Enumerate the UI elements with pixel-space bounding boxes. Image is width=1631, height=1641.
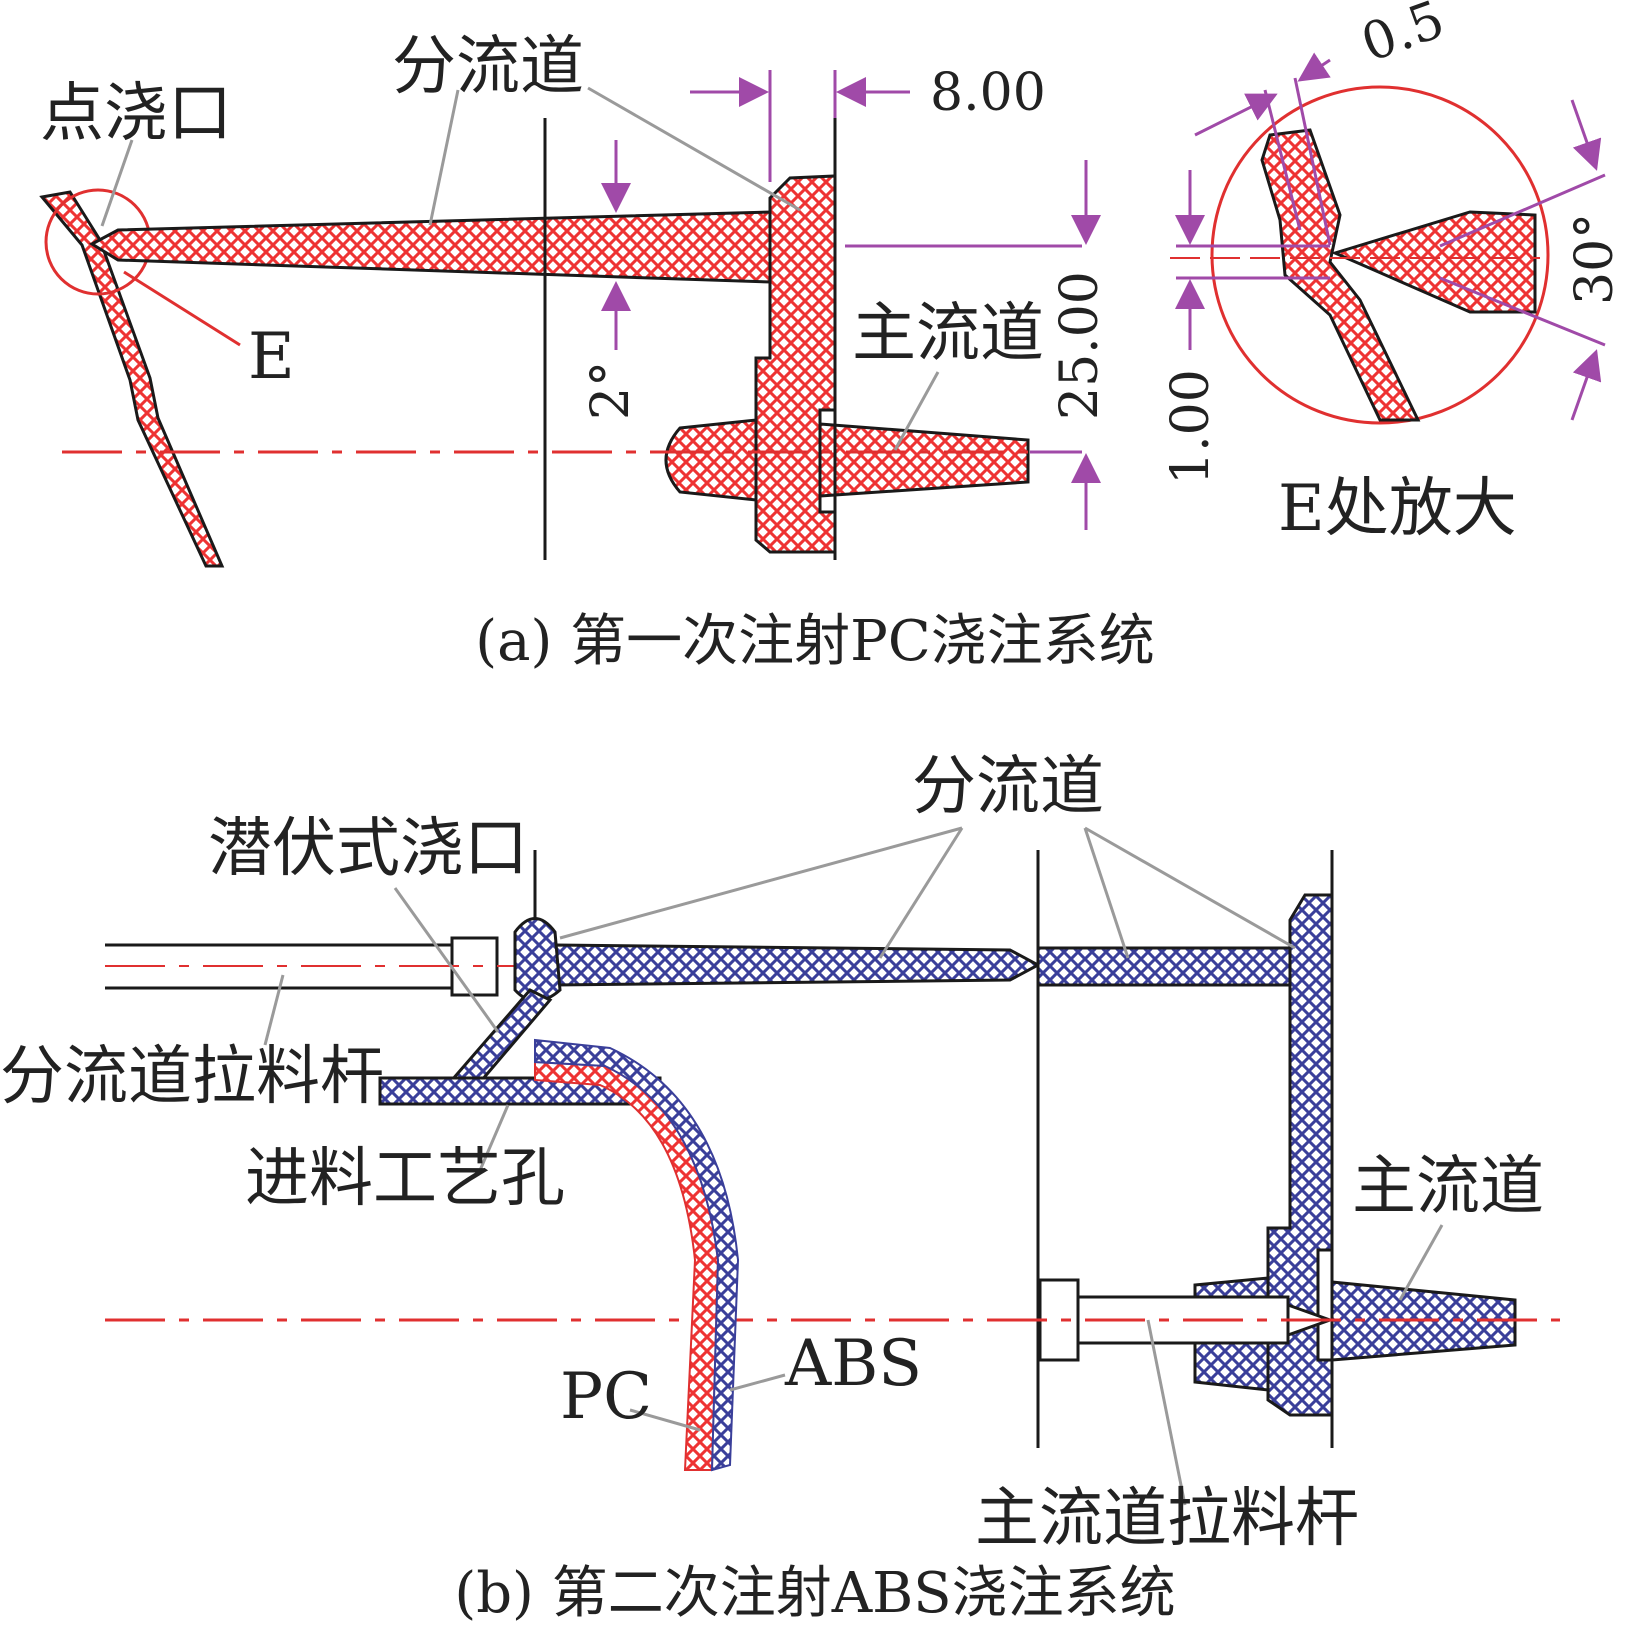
label-feed-hole: 进料工艺孔 [245, 1142, 565, 1216]
pc-sprue [664, 418, 1030, 502]
abs-sprue [1193, 1276, 1517, 1392]
label-runner-b: 分流道 [912, 750, 1104, 824]
abs-runner [553, 943, 1042, 987]
leader-e [123, 270, 241, 347]
abs-runner-knot [513, 917, 562, 1003]
label-abs: ABS [784, 1327, 922, 1401]
label-pc: PC [560, 1360, 652, 1434]
dim-gate-land-text: 0.5 [1354, 0, 1452, 74]
label-sprue-b: 主流道 [1352, 1150, 1544, 1224]
leaders-a [100, 86, 940, 451]
dim-width-text: 8.00 [930, 63, 1046, 123]
panel-a: 点浇口 分流道 主流道 E E处放大 8.00 25.00 2° 0.5 1.0… [39, 0, 1625, 674]
pc-part-wall [39, 190, 225, 568]
detail-e [1170, 52, 1606, 425]
dimension-height [845, 160, 1101, 530]
dim-height-text: 25.00 [1050, 271, 1110, 420]
label-sub-gate: 潜伏式浇口 [208, 812, 528, 886]
abs-product-wall [534, 1038, 740, 1472]
label-runner-puller: 分流道拉料杆 [0, 1040, 384, 1114]
dimension-width [690, 70, 910, 182]
dim-taper-text: 2° [581, 361, 641, 420]
dim-gate-angle-text: 30° [1565, 213, 1625, 305]
label-detail-title: E处放大 [1278, 472, 1517, 546]
caption-a: (a) 第一次注射PC浇注系统 [475, 609, 1154, 674]
caption-b: (b) 第二次注射ABS浇注系统 [454, 1561, 1175, 1626]
label-detail-mark: E [248, 320, 295, 394]
label-point-gate: 点浇口 [40, 77, 232, 151]
label-sprue-puller: 主流道拉料杆 [975, 1482, 1359, 1556]
label-runner-a: 分流道 [392, 30, 584, 104]
panel-b: 分流道 潜伏式浇口 分流道拉料杆 进料工艺孔 主流道 主流道拉料杆 PC ABS… [0, 750, 1560, 1626]
label-sprue-a: 主流道 [852, 297, 1044, 371]
runner-puller-rod [105, 936, 499, 997]
leaders-b [263, 826, 1444, 1506]
abs-runner-right [1036, 946, 1292, 987]
dim-gate-dia-text: 1.00 [1161, 369, 1221, 485]
